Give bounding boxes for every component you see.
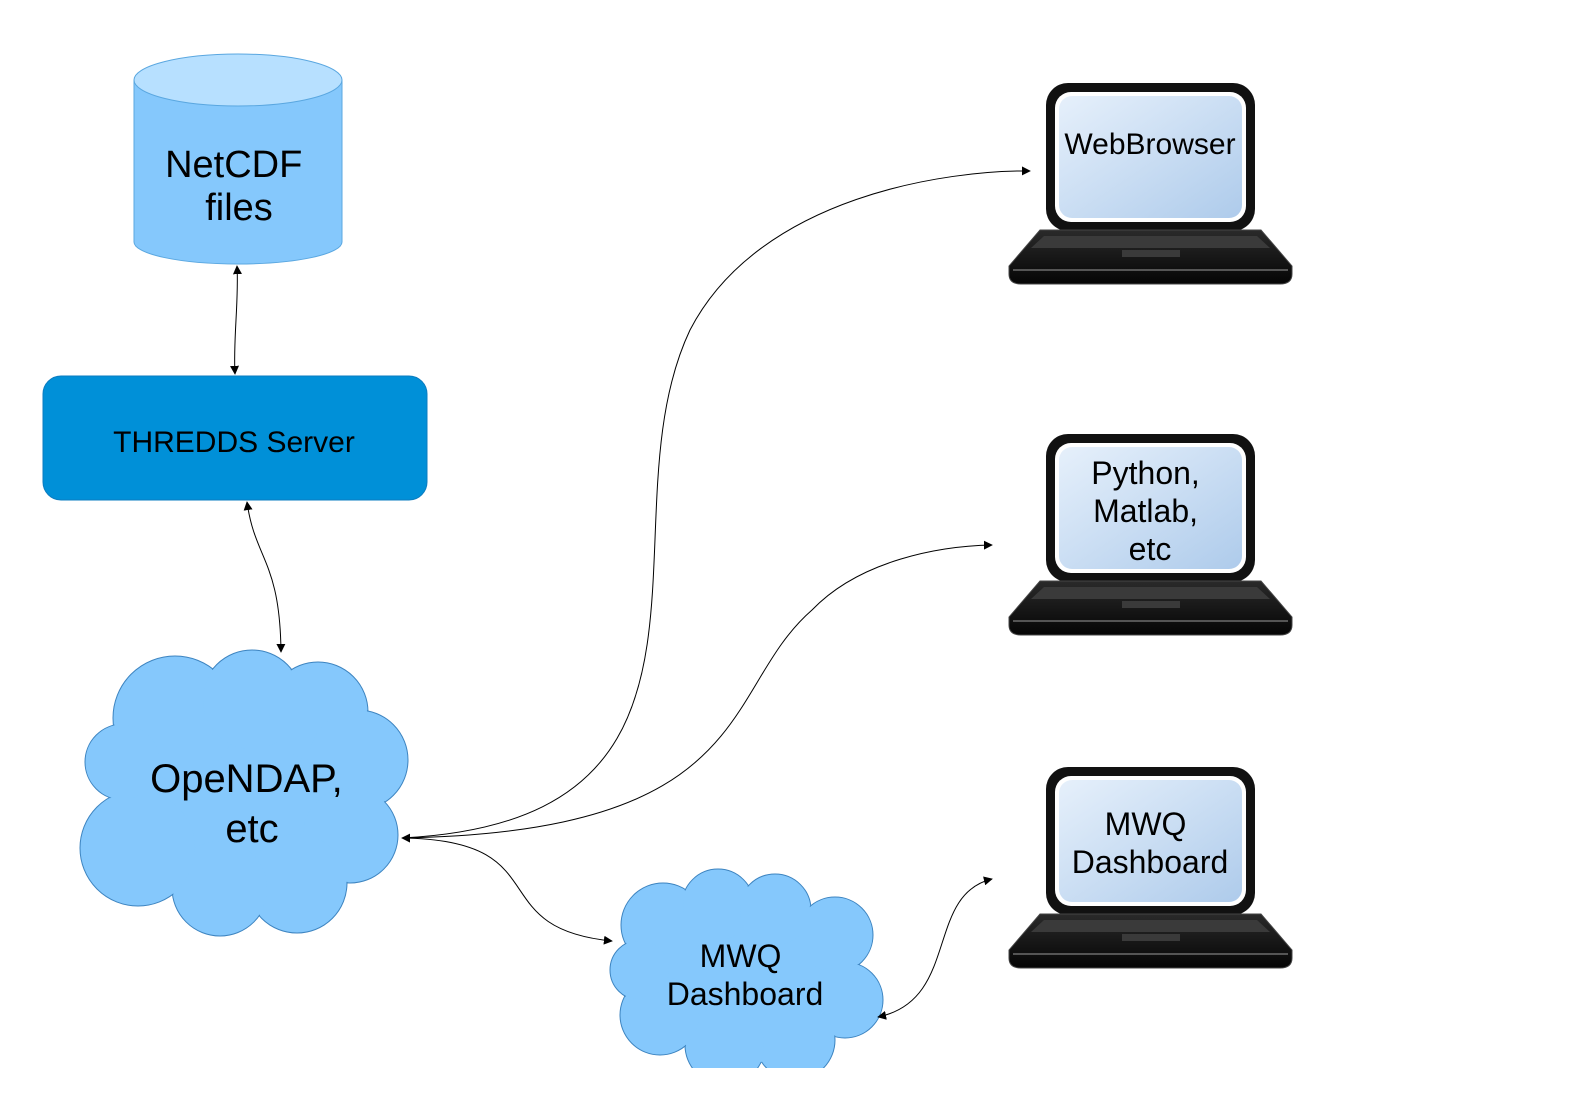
laptop-mwq-dashboard-node: MWQ Dashboard <box>1008 767 1293 969</box>
cloud-icon <box>609 868 884 1086</box>
mwq-dashboard-cloud-node: MWQ Dashboard <box>560 868 960 1111</box>
connector-opendap-mwq-cloud <box>401 833 613 945</box>
thredds-server-label: THREDDS Server <box>113 426 355 459</box>
connector-thredds-opendap <box>243 501 286 653</box>
cloud-icon <box>79 649 409 937</box>
laptop-icon <box>1008 434 1293 636</box>
mwq-laptop-label-line-2: Dashboard <box>1072 844 1229 880</box>
mwq-cloud-label: MWQ Dashboard <box>667 938 824 1012</box>
laptop-icon <box>1008 767 1293 969</box>
mwq-laptop-label-line-1: MWQ <box>1105 806 1187 842</box>
opendap-node: OpeNDAP, etc <box>79 649 409 937</box>
opendap-label-line-1: OpeNDAP, <box>150 757 343 801</box>
netcdf-label-line-1: NetCDF <box>165 144 302 186</box>
laptop-webbrowser-node: WebBrowser <box>1008 83 1293 285</box>
netcdf-label-line-2: files <box>205 187 273 229</box>
database-cylinder-icon <box>133 53 343 265</box>
python-label-line-2: Matlab, <box>1093 493 1198 529</box>
laptop-python-label: Python, Matlab, etc <box>1091 455 1208 567</box>
laptop-mwq-label: MWQ Dashboard <box>1072 806 1229 880</box>
python-label-line-1: Python, <box>1091 455 1200 491</box>
opendap-label: OpeNDAP, etc <box>150 757 354 851</box>
connector-mwq-cloud-laptop <box>877 876 993 1020</box>
mwq-cloud-label-line-2: Dashboard <box>667 976 824 1012</box>
thredds-server-node: THREDDS Server <box>42 375 428 501</box>
python-label-line-3: etc <box>1129 531 1172 567</box>
laptop-webbrowser-label: WebBrowser <box>1064 128 1235 161</box>
netcdf-files-node: NetCDF files <box>133 53 343 265</box>
connector-netcdf-thredds <box>230 265 242 375</box>
connector-opendap-python <box>401 540 993 839</box>
netcdf-files-label: NetCDF files <box>165 144 313 229</box>
opendap-label-line-2: etc <box>225 807 278 851</box>
laptop-python-node: Python, Matlab, etc <box>1008 434 1293 636</box>
server-box-icon <box>42 375 428 501</box>
connector-opendap-webbrowser <box>401 166 1031 839</box>
laptop-icon <box>1008 83 1293 285</box>
webbrowser-label-line-1: WebBrowser <box>1064 128 1235 161</box>
mwq-cloud-label-line-1: MWQ <box>700 938 782 974</box>
